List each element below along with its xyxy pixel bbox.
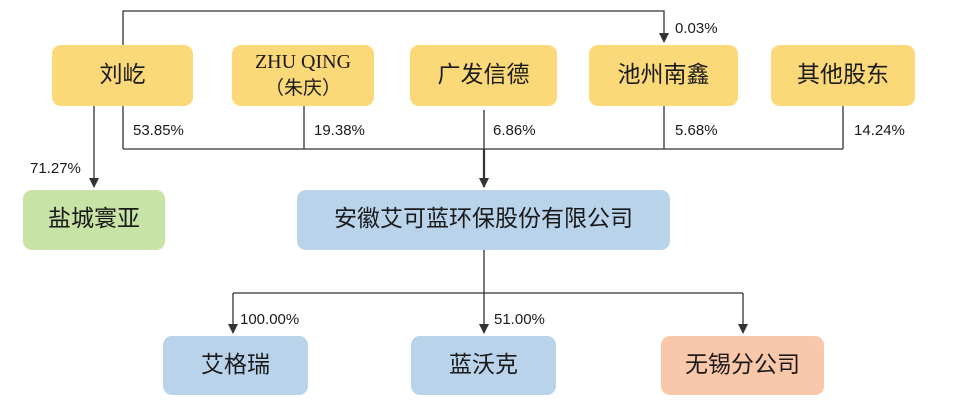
node-lanwoke-label: 蓝沃克 xyxy=(449,351,518,378)
pct-guangfa: 6.86% xyxy=(493,122,536,139)
node-others-label: 其他股东 xyxy=(797,61,889,88)
pct-liu-yi-to-yancheng: 71.27% xyxy=(30,160,81,177)
pct-zhu-qing: 19.38% xyxy=(314,122,365,139)
node-zhu-qing: ZHU QING （朱庆） xyxy=(232,45,374,106)
pct-chizhou: 5.68% xyxy=(675,122,718,139)
pct-lanwoke: 51.00% xyxy=(494,311,545,328)
node-liu-yi: 刘屹 xyxy=(52,45,193,106)
node-company-label: 安徽艾可蓝环保股份有限公司 xyxy=(334,206,633,233)
node-others: 其他股东 xyxy=(771,45,915,106)
node-liu-yi-label: 刘屹 xyxy=(99,61,146,88)
line-liu-yi-to-chizhou xyxy=(122,10,669,45)
pct-aigerui: 100.00% xyxy=(240,311,300,328)
node-guangfa: 广发信德 xyxy=(410,45,557,106)
node-aigerui: 艾格瑞 xyxy=(163,336,308,395)
node-aigerui-label: 艾格瑞 xyxy=(201,351,270,378)
node-chizhou: 池州南鑫 xyxy=(589,45,738,106)
node-wuxi: 无锡分公司 xyxy=(661,336,824,395)
node-chizhou-label: 池州南鑫 xyxy=(617,61,710,88)
pct-others: 14.24% xyxy=(854,122,905,139)
node-wuxi-label: 无锡分公司 xyxy=(685,351,800,378)
node-yancheng-label: 盐城寰亚 xyxy=(48,206,140,233)
node-zhu-qing-label-line1: ZHU QING xyxy=(254,51,352,74)
node-lanwoke: 蓝沃克 xyxy=(411,336,556,395)
pct-liu-yi: 53.85% xyxy=(133,122,184,139)
node-yancheng: 盐城寰亚 xyxy=(23,190,165,250)
node-zhu-qing-label-line2: （朱庆） xyxy=(264,77,341,100)
node-company: 安徽艾可蓝环保股份有限公司 xyxy=(297,190,670,250)
node-guangfa-label: 广发信德 xyxy=(437,61,530,88)
pct-liu-yi-to-chizhou: 0.03% xyxy=(675,20,718,37)
